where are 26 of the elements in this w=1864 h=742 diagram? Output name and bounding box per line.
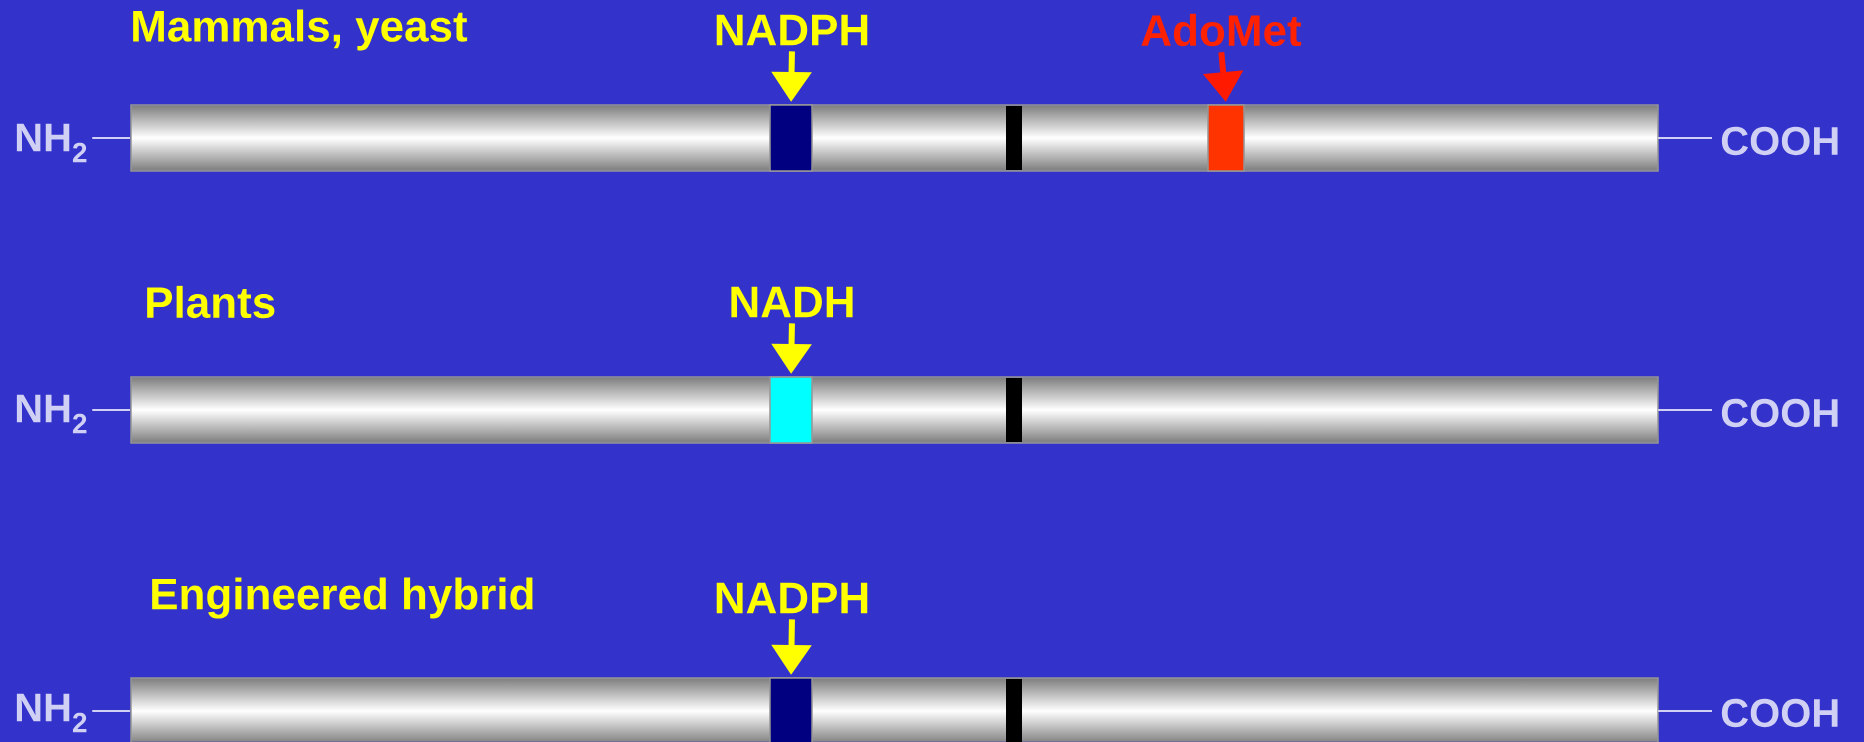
species-label: Engineered hybrid [152, 577, 533, 619]
connector-line [1657, 137, 1713, 139]
domain-box [769, 104, 813, 172]
connector-line [91, 710, 131, 712]
connector-line [91, 409, 131, 411]
domain-label: NADH [731, 286, 853, 318]
protein-bar [130, 376, 1659, 444]
terminus-label: COOH [1721, 126, 1838, 156]
terminus-label: COOH [1721, 698, 1838, 728]
domain-label: AdoMet [1141, 13, 1302, 47]
protein-bar [130, 104, 1659, 172]
connector-line [1657, 710, 1713, 712]
protein-bar [130, 677, 1659, 742]
species-label: Plants [147, 285, 275, 319]
domain-box [769, 677, 813, 742]
terminus-label: NH$_{2}$ [16, 394, 87, 434]
domain-label: NADPH [716, 14, 868, 46]
domain-box [1207, 104, 1245, 172]
domain-label: NADPH [716, 582, 868, 614]
connector-line [1657, 409, 1713, 411]
terminus-label: NH$_{2}$ [16, 123, 87, 163]
connector-line [91, 137, 131, 139]
species-label: Mammals, yeast [133, 9, 468, 51]
terminus-label: COOH [1721, 398, 1838, 428]
domain-box [769, 376, 813, 444]
terminus-label: NH$_{2}$ [16, 693, 87, 733]
